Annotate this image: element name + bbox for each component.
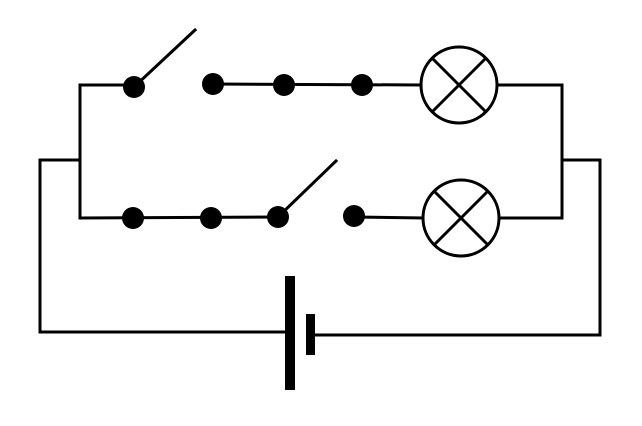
bottom-lamp-icon — [421, 178, 501, 258]
top-branch-node-3 — [273, 74, 295, 96]
top-branch-wire-mid — [211, 82, 422, 87]
top-switch-icon — [131, 27, 198, 90]
bottom-branch — [78, 158, 564, 258]
battery-loop-wire-left — [38, 158, 292, 334]
bottom-branch-node-1 — [122, 207, 144, 229]
battery-loop-wire-right — [310, 158, 602, 337]
battery-short-plate — [306, 314, 315, 355]
bottom-branch-wire-mid — [352, 215, 425, 220]
top-lamp-icon — [419, 45, 499, 125]
battery-cell-icon — [285, 276, 315, 390]
battery-long-plate — [285, 276, 295, 390]
bottom-switch-icon — [275, 158, 339, 220]
bottom-branch-node-2 — [200, 207, 222, 229]
top-branch-node-4 — [351, 74, 373, 96]
bottom-branch-wire-left — [78, 215, 280, 220]
top-branch — [78, 27, 564, 125]
